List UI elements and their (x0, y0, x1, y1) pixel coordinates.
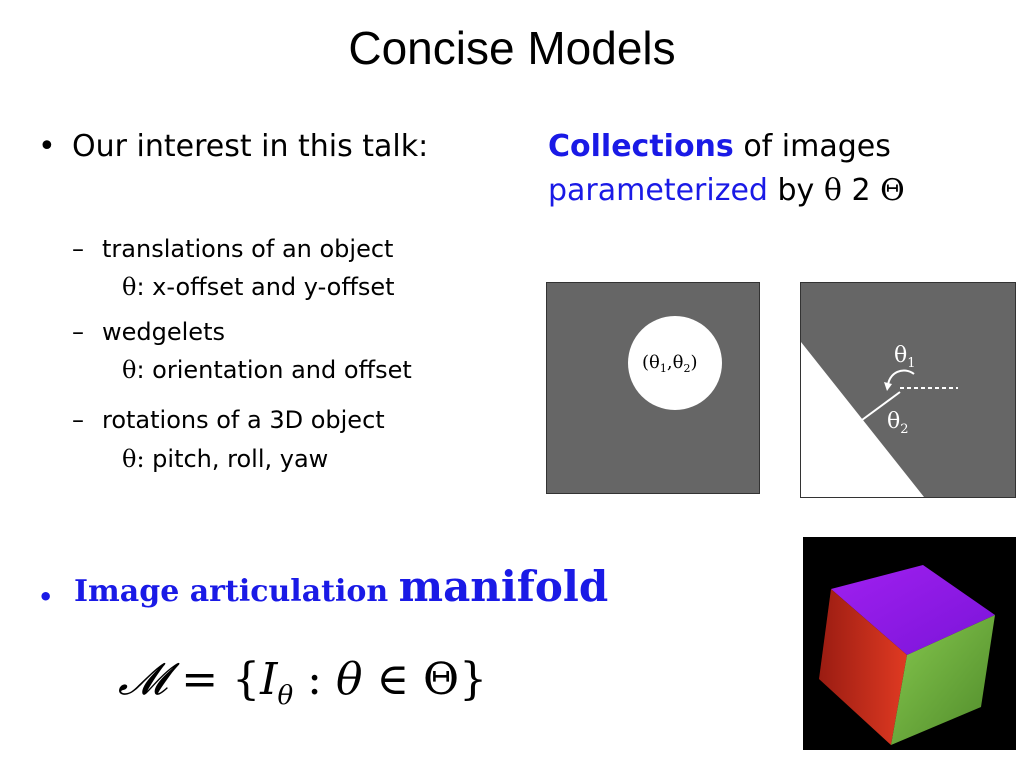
parameterized-word: parameterized (548, 173, 768, 208)
theta-symbol: θ (122, 356, 137, 384)
formula-I: I (260, 654, 278, 705)
translation-figure-svg: (θ1,θ2) (546, 282, 760, 494)
formula-Theta: Θ (423, 654, 460, 705)
dash: – (72, 318, 84, 346)
param-text: : x-offset and y-offset (136, 273, 395, 301)
sub-item-label: wedgelets (102, 318, 225, 346)
cube-figure (803, 537, 1016, 750)
sub-item-translations: –translations of an object (72, 234, 393, 264)
cube-right-face (891, 615, 995, 745)
theta2-label: θ2 (887, 409, 909, 437)
bullet-dot: • (38, 129, 56, 164)
param-text: : orientation and offset (136, 356, 412, 384)
sub-item-param-translations: θ: x-offset and y-offset (122, 272, 395, 302)
formula-M: 𝓜 (118, 654, 168, 705)
of-images-text: of images (733, 129, 891, 164)
formula-eq: = { (167, 654, 261, 705)
cube-top-face (831, 565, 995, 655)
parameterized-line: parameterized by θ 2 Θ (548, 172, 905, 210)
angle-arc (887, 369, 915, 387)
collections-word: Collections (548, 129, 734, 164)
sub-item-label: rotations of a 3D object (102, 406, 385, 434)
sub-item-rotations: –rotations of a 3D object (72, 405, 385, 435)
dash: – (72, 235, 84, 263)
bullet-interest: • Our interest in this talk: (38, 128, 428, 166)
manifold-formula: 𝓜 = {Iθ : θ ∈ Θ} (118, 645, 487, 731)
sub-item-param-rotations: θ: pitch, roll, yaw (122, 444, 328, 474)
theta-symbol: θ (122, 273, 137, 301)
arc-arrowhead (884, 382, 892, 391)
formula-close: } (459, 654, 488, 705)
wedgelet-figure: θ1 θ2 (800, 282, 1016, 498)
theta-symbol: θ: (122, 445, 145, 473)
bullet-interest-text: Our interest in this talk: (72, 129, 429, 164)
manifold-word: manifold (398, 562, 609, 611)
page-title: Concise Models (348, 22, 676, 74)
sub-item-wedgelets: –wedgelets (72, 317, 225, 347)
cube-figure-svg (819, 565, 995, 745)
formula-colon: : (293, 654, 336, 705)
translated-disc (628, 316, 722, 410)
collections-line: Collections of images (548, 128, 891, 166)
bullet-dot: • (38, 582, 54, 611)
cube-left-face (819, 589, 907, 745)
formula-theta: θ (335, 654, 363, 705)
image-articulation-text: Image articulation (74, 574, 399, 609)
param-text: pitch, roll, yaw (144, 445, 329, 473)
normal-line (861, 391, 901, 421)
dash: – (72, 406, 84, 434)
sub-item-label: translations of an object (102, 235, 394, 263)
formula-in: ∈ (362, 654, 424, 705)
wedgelet-figure-svg: θ1 θ2 (800, 282, 1016, 498)
formula-I-sub: θ (277, 680, 294, 711)
capital-theta-symbol: Θ (880, 173, 905, 208)
theta-symbol: θ (823, 173, 842, 208)
theta1-label: θ1 (894, 343, 916, 371)
in-symbol: 2 (841, 173, 881, 208)
bullet-manifold: • Image articulation manifold (38, 562, 608, 611)
sub-item-param-wedgelets: θ: orientation and offset (122, 355, 412, 385)
translation-figure: (θ1,θ2) (546, 282, 760, 494)
by-text: by (767, 173, 824, 208)
